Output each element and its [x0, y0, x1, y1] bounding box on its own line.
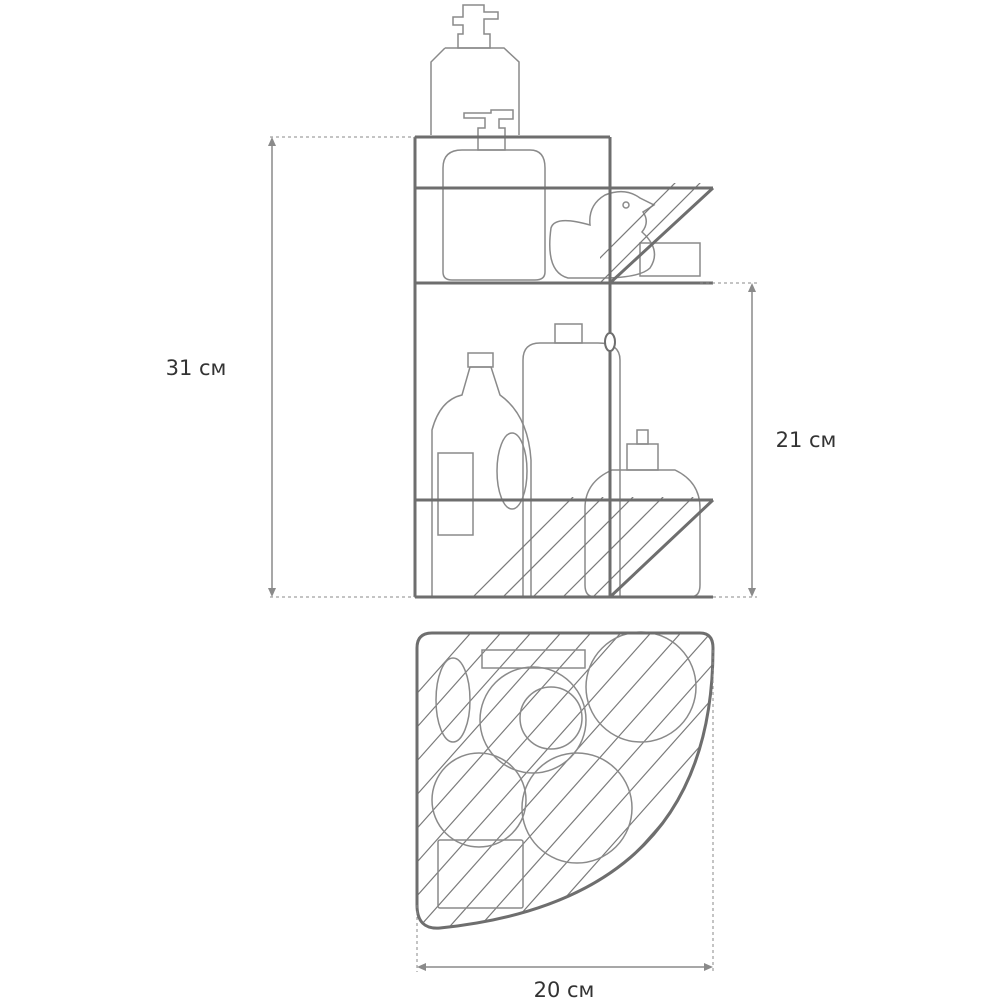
shelf-frame — [413, 135, 715, 599]
tall-pump-bottle — [430, 4, 520, 135]
shampoo-bottle — [522, 323, 621, 597]
lower-height-dimension: 21 см — [700, 282, 837, 598]
top-view-outline — [415, 631, 715, 930]
joint-knob — [604, 332, 616, 352]
total-height-label: 31 см — [166, 356, 227, 380]
width-dimension: 20 см — [416, 650, 714, 1000]
top-view-hatch — [417, 633, 713, 929]
perfume-bottle — [584, 429, 701, 598]
width-label: 20 см — [534, 978, 595, 1000]
total-height-dimension: 31 см — [166, 136, 415, 598]
pump-bottle-upper — [442, 109, 546, 281]
soap-bar — [639, 242, 701, 277]
top-view: 20 см — [415, 631, 715, 1000]
items — [430, 4, 701, 598]
detergent-bottle — [431, 352, 532, 597]
lower-height-label: 21 см — [776, 428, 837, 452]
rubber-duck — [549, 190, 656, 279]
top-view-items — [431, 631, 697, 909]
front-view: 31 см 21 см — [166, 4, 837, 599]
